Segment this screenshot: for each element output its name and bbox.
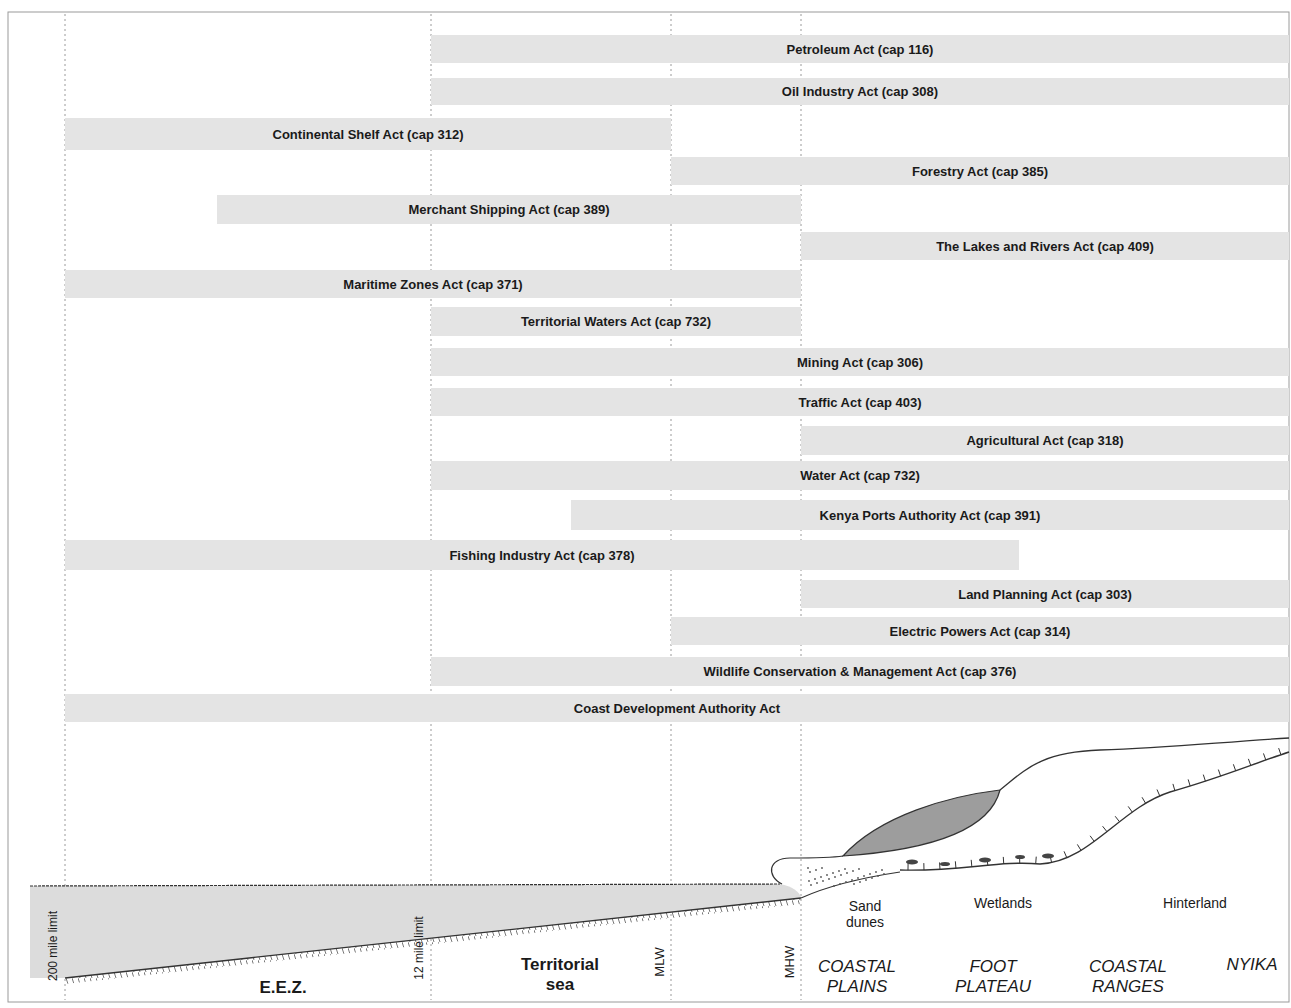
zone-label: Territorial sea <box>505 955 615 994</box>
wetland-patches <box>906 854 1054 867</box>
landform-label: Hinterland <box>1163 895 1227 911</box>
act-band: Petroleum Act (cap 116) <box>431 35 1289 63</box>
act-band: Continental Shelf Act (cap 312) <box>65 118 671 150</box>
act-band: Land Planning Act (cap 303) <box>801 580 1289 608</box>
act-name: Traffic Act (cap 403) <box>798 395 921 410</box>
act-band: Maritime Zones Act (cap 371) <box>65 270 801 298</box>
act-name: Petroleum Act (cap 116) <box>787 42 934 57</box>
act-band: Mining Act (cap 306) <box>431 348 1289 376</box>
coastal-hill <box>843 790 1000 856</box>
seabed-hatch <box>65 898 801 984</box>
region-label: COASTAL PLAINS <box>807 957 907 996</box>
limit-label: 12 mile limit <box>413 916 427 979</box>
act-band: Territorial Waters Act (cap 732) <box>431 307 801 336</box>
plateau-outline <box>1000 738 1289 790</box>
act-band: Fishing Industry Act (cap 378) <box>65 540 1019 570</box>
tide-label: MHW <box>783 946 798 979</box>
act-band: Forestry Act (cap 385) <box>671 157 1289 185</box>
act-name: Maritime Zones Act (cap 371) <box>343 277 522 292</box>
beach-line <box>801 872 900 898</box>
act-name: Wildlife Conservation & Management Act (… <box>704 664 1017 679</box>
landform-label: Sand dunes <box>836 898 894 930</box>
ridge-ticks <box>908 748 1281 870</box>
landform-label: Wetlands <box>974 895 1032 911</box>
act-band: Electric Powers Act (cap 314) <box>671 617 1289 645</box>
act-name: Kenya Ports Authority Act (cap 391) <box>820 508 1041 523</box>
seabed <box>65 898 801 978</box>
act-name: Forestry Act (cap 385) <box>912 164 1048 179</box>
region-label: NYIKA <box>1226 955 1277 975</box>
act-band: Agricultural Act (cap 318) <box>801 426 1289 455</box>
act-name: Merchant Shipping Act (cap 389) <box>408 202 609 217</box>
act-name: The Lakes and Rivers Act (cap 409) <box>936 239 1154 254</box>
act-name: Oil Industry Act (cap 308) <box>782 84 938 99</box>
tide-label: MLW <box>653 947 668 976</box>
act-name: Fishing Industry Act (cap 378) <box>449 548 634 563</box>
frame <box>8 12 1289 1002</box>
act-band: Wildlife Conservation & Management Act (… <box>431 657 1289 686</box>
limit-label: 200 mile limit <box>47 911 61 981</box>
act-name: Agricultural Act (cap 318) <box>966 433 1123 448</box>
act-name: Territorial Waters Act (cap 732) <box>521 314 711 329</box>
region-label: COASTAL RANGES <box>1073 957 1183 996</box>
act-name: Mining Act (cap 306) <box>797 355 923 370</box>
sea-surface <box>30 884 780 886</box>
dune-outline <box>772 856 843 884</box>
coastal-range-ridge <box>900 752 1289 870</box>
act-name: Coast Development Authority Act <box>574 701 780 716</box>
region-label: FOOT PLATEAU <box>947 957 1039 996</box>
act-band: Coast Development Authority Act <box>65 694 1289 722</box>
act-band: Water Act (cap 732) <box>431 461 1289 490</box>
act-name: Water Act (cap 732) <box>800 468 920 483</box>
act-band: Traffic Act (cap 403) <box>431 388 1289 416</box>
act-band: Merchant Shipping Act (cap 389) <box>217 195 801 224</box>
act-name: Continental Shelf Act (cap 312) <box>273 127 464 142</box>
act-band: Kenya Ports Authority Act (cap 391) <box>571 500 1289 530</box>
act-band: The Lakes and Rivers Act (cap 409) <box>801 232 1289 260</box>
act-name: Land Planning Act (cap 303) <box>958 587 1132 602</box>
sand-dots <box>807 867 885 887</box>
zone-label: E.E.Z. <box>259 978 306 998</box>
act-name: Electric Powers Act (cap 314) <box>890 624 1071 639</box>
act-band: Oil Industry Act (cap 308) <box>431 78 1289 105</box>
